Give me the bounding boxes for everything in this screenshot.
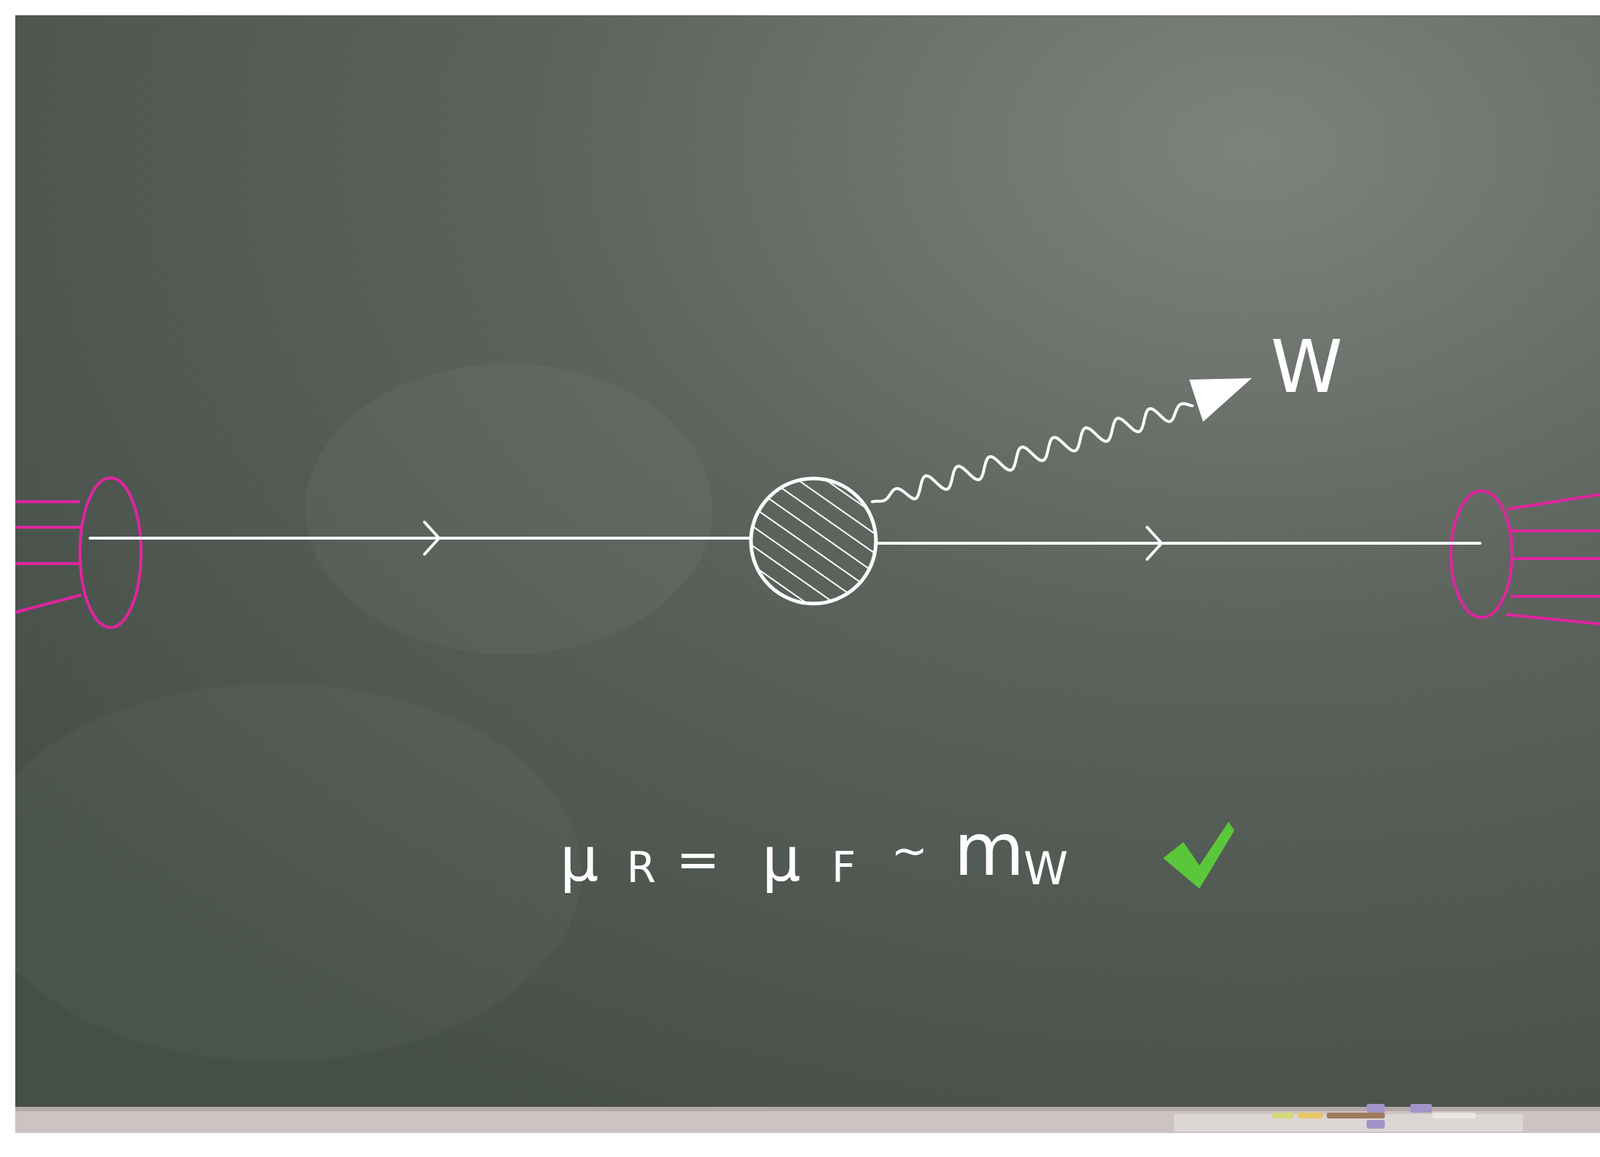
hatched-vertex xyxy=(750,478,876,604)
w-arrowhead xyxy=(1189,378,1252,422)
w-boson-line xyxy=(872,403,1193,502)
smudge xyxy=(305,363,713,655)
boson-label: W xyxy=(1270,330,1343,404)
check-mark xyxy=(1163,821,1235,889)
chalk xyxy=(1366,1103,1385,1113)
formula-subscript: F xyxy=(831,846,856,889)
vertex-outline xyxy=(750,478,876,604)
formula-symbol: m xyxy=(953,813,1025,887)
chalk xyxy=(1366,1119,1385,1129)
proton-left xyxy=(15,477,142,628)
chalk xyxy=(1432,1112,1476,1119)
formula-operator: ~ xyxy=(891,828,928,873)
formula-operator: = xyxy=(676,832,720,885)
formula-subscript: R xyxy=(626,846,656,889)
proton-right xyxy=(1450,490,1600,624)
chalk xyxy=(1297,1112,1324,1119)
chalk xyxy=(1272,1112,1294,1119)
chalk-tray xyxy=(15,1106,1600,1133)
formula-subscript: W xyxy=(1023,846,1068,892)
smudge xyxy=(0,683,582,1062)
formula-symbol: μ xyxy=(559,828,599,890)
chalk xyxy=(1326,1112,1385,1119)
chalk-tray-edge xyxy=(15,1106,1600,1111)
formula-symbol: μ xyxy=(761,828,801,890)
chalk xyxy=(1410,1103,1433,1113)
